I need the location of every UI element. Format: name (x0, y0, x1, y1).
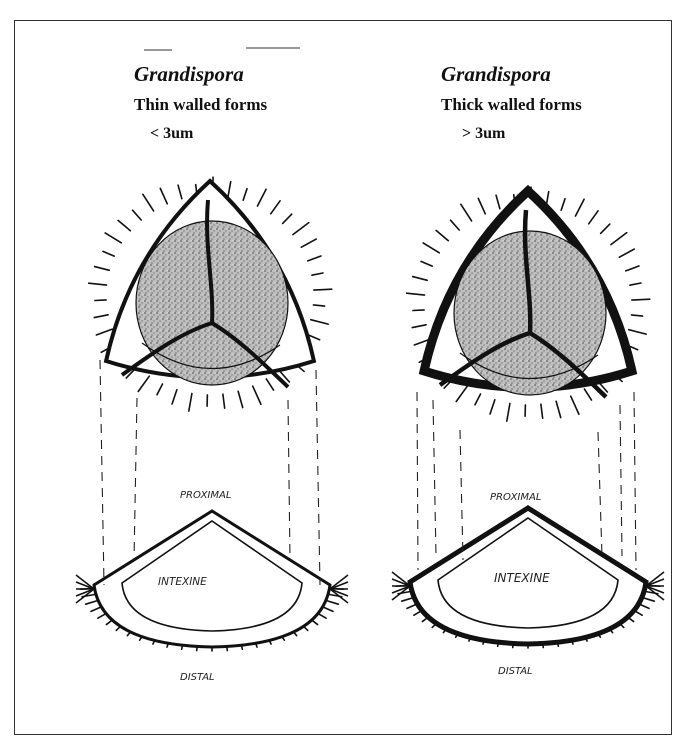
spine (178, 185, 182, 199)
spine (413, 277, 428, 281)
spine (413, 310, 424, 311)
spine (632, 299, 650, 300)
spine (507, 403, 510, 421)
spine (94, 315, 108, 318)
spine (461, 204, 472, 221)
spine (314, 289, 332, 290)
spine (95, 267, 110, 271)
equator-spine (330, 589, 348, 603)
equator-spine (76, 582, 94, 589)
spine (143, 194, 154, 211)
spine (561, 199, 565, 211)
spine (629, 330, 646, 334)
spine (96, 329, 112, 335)
equator-spine (330, 575, 348, 589)
spine (611, 233, 627, 245)
right-intexine-label: INTEXINE (494, 571, 550, 585)
intexine-body (122, 521, 302, 631)
spine (301, 239, 316, 247)
spine (243, 189, 247, 201)
left-proximal-label: PROXIMAL (180, 490, 231, 501)
spine (451, 220, 460, 230)
spine (556, 401, 561, 417)
spine (589, 211, 598, 224)
spine (95, 300, 106, 301)
left-intexine-label: INTEXINE (158, 576, 207, 588)
equator-spine (646, 572, 664, 586)
equator-spine (76, 575, 94, 589)
spine (575, 199, 584, 216)
spine (412, 325, 426, 328)
spine (619, 249, 634, 257)
spine (133, 210, 142, 220)
spine (313, 305, 324, 306)
spine (118, 220, 130, 230)
spine (541, 404, 543, 418)
spine (293, 223, 309, 235)
right-proximal-label: PROXIMAL (490, 492, 541, 503)
spine (238, 391, 243, 407)
spine (478, 198, 485, 213)
spine (257, 189, 266, 206)
spine (475, 394, 481, 405)
right-distal-label: DISTAL (498, 666, 533, 677)
equator-spine (76, 589, 94, 603)
spine (626, 266, 639, 271)
spine (496, 195, 500, 209)
equator-spine (392, 579, 410, 586)
spine (584, 389, 591, 400)
spine (271, 201, 280, 214)
spine (312, 273, 323, 275)
spine (103, 251, 114, 256)
spine (308, 256, 321, 261)
left-proximal-view (89, 177, 332, 411)
spine (283, 214, 292, 223)
equator-spine (330, 582, 348, 589)
spine (189, 393, 192, 411)
spine (157, 384, 163, 395)
spine (223, 394, 225, 408)
spine (253, 386, 261, 404)
right-proximal-view (407, 187, 650, 421)
spine (631, 315, 642, 316)
left-lateral-view (76, 511, 348, 651)
spine (456, 386, 467, 401)
spine (407, 293, 425, 295)
spine (228, 182, 231, 197)
spine (423, 243, 439, 253)
spine (172, 390, 177, 404)
spine (571, 396, 579, 414)
spine (421, 261, 432, 266)
equator-spine (392, 586, 410, 600)
spine (630, 283, 641, 285)
spine (266, 379, 273, 390)
equator-spine (392, 572, 410, 586)
equator-spine (646, 586, 664, 600)
spine (311, 320, 328, 324)
spine (436, 230, 448, 240)
spine (89, 283, 107, 285)
spine (105, 233, 121, 243)
left-distal-label: DISTAL (180, 672, 215, 683)
spine (138, 376, 149, 391)
spine (490, 400, 495, 414)
equator-spine (646, 579, 664, 586)
spine (601, 224, 610, 233)
spine (160, 188, 167, 203)
